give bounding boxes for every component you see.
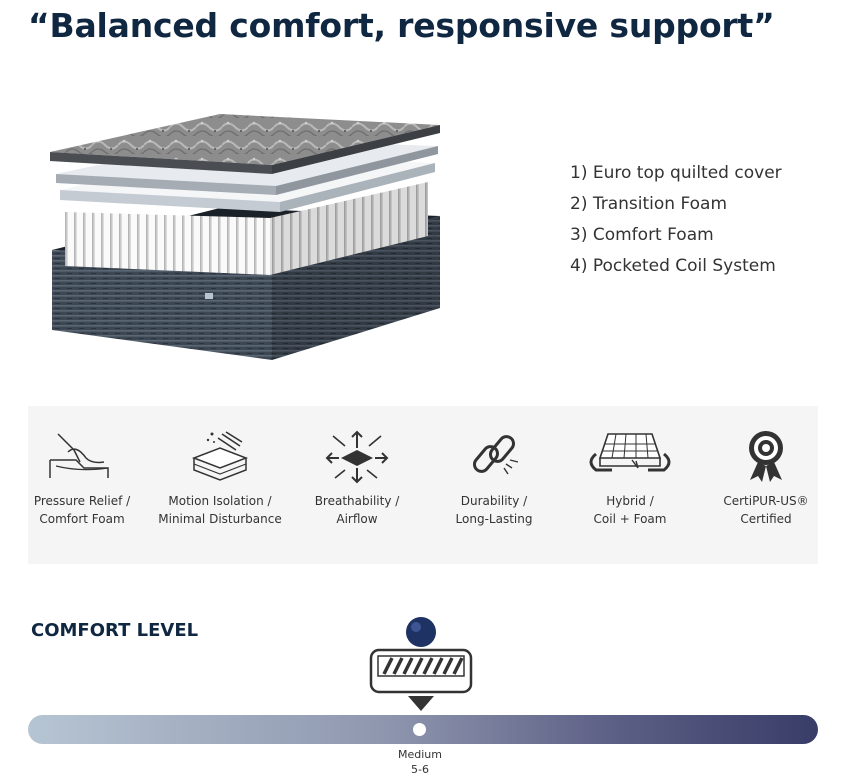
mattress-layers-image — [50, 114, 440, 360]
feature-line: Long-Lasting — [455, 512, 533, 526]
layer-list: 1) Euro top quilted cover 2) Transition … — [570, 158, 782, 282]
feature-pressure-relief: Pressure Relief / Comfort Foam — [28, 428, 136, 528]
feature-motion-isolation: Motion Isolation / Minimal Disturbance — [155, 428, 285, 528]
feature-line: Pressure Relief / — [33, 494, 131, 508]
motion-isolation-icon — [191, 431, 249, 481]
feature-line: Coil + Foam — [593, 512, 667, 526]
feature-line: CertiPUR-US® — [723, 494, 809, 508]
durability-chain-icon — [473, 435, 519, 475]
comfort-level-name: Medium — [398, 748, 442, 761]
comfort-level-range: 5-6 — [411, 763, 429, 776]
comfort-level-title: COMFORT LEVEL — [31, 620, 199, 641]
feature-line: Comfort Foam — [39, 512, 125, 526]
hybrid-coil-icon — [589, 433, 671, 472]
feature-certipur: CertiPUR-US® Certified — [716, 428, 816, 528]
certipur-badge-icon — [749, 431, 783, 482]
layer-item: 3) Comfort Foam — [570, 225, 714, 245]
layer-item: 1) Euro top quilted cover — [570, 163, 782, 183]
pressure-relief-icon — [49, 433, 109, 478]
comfort-pointer-icon — [408, 696, 434, 711]
feature-line: Motion Isolation / — [168, 494, 272, 508]
feature-breathability: Breathability / Airflow — [304, 428, 410, 528]
feature-hybrid: Hybrid / Coil + Foam — [576, 428, 684, 528]
layer-item: 2) Transition Foam — [570, 194, 728, 214]
comfort-sphere-icon — [406, 617, 436, 647]
feature-durability: Durability / Long-Lasting — [440, 428, 548, 528]
layer-item: 4) Pocketed Coil System — [570, 256, 776, 276]
feature-line: Airflow — [336, 512, 378, 526]
feature-line: Durability / — [460, 494, 528, 508]
comfort-indicator — [369, 617, 473, 711]
feature-strip: Pressure Relief / Comfort Foam Motion Is… — [28, 406, 818, 564]
headline: “Balanced comfort, responsive support” — [28, 6, 775, 45]
feature-line: Certified — [740, 512, 792, 526]
feature-line: Hybrid / — [606, 494, 654, 508]
feature-line: Minimal Disturbance — [158, 512, 282, 526]
comfort-scale-bar — [28, 715, 818, 744]
breathability-icon — [325, 430, 389, 484]
comfort-scale-marker — [412, 723, 426, 736]
feature-line: Breathability / — [314, 494, 400, 508]
